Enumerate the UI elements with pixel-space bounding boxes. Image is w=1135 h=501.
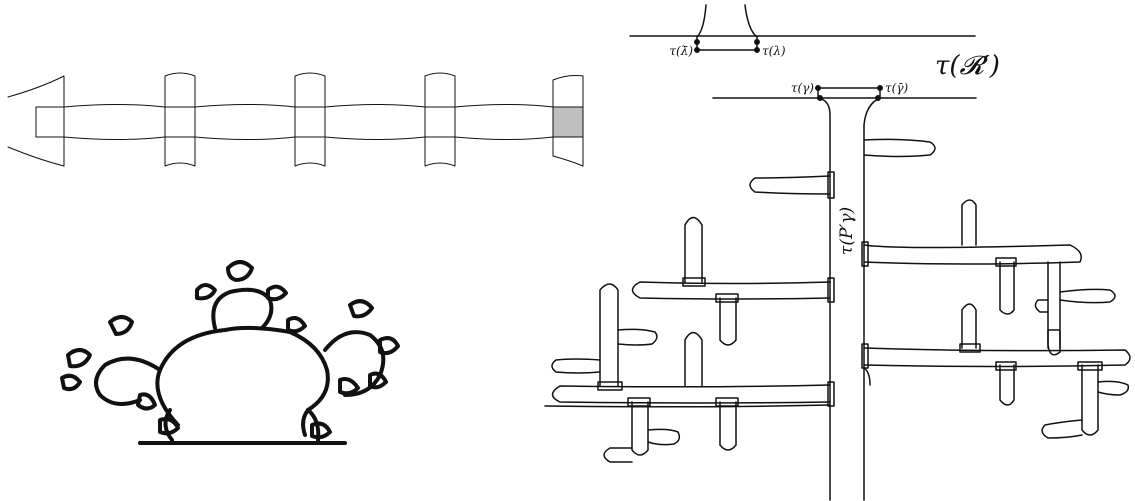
labels: τ(λ̄) τ(λ) τ(γ) τ(γ̄) τ(𝓡′) τ(P′γ): [669, 44, 999, 255]
pipe-tree: [544, 4, 1131, 501]
point-gamma-bar-2: [875, 95, 881, 101]
left-arm: [94, 356, 162, 406]
label-tau-lambda-bar: τ(λ̄): [669, 44, 693, 58]
left-middle: [551, 283, 835, 407]
point-lambda-2: [754, 47, 760, 53]
funnel-2: [63, 72, 196, 167]
funnel-chain: [7, 72, 584, 167]
top-bulb: [211, 287, 274, 330]
point-lambda-bar-2: [694, 47, 700, 53]
fractal-blob: [60, 260, 400, 445]
point-gamma: [815, 85, 821, 91]
label-tau-gamma-bar: τ(γ̄): [885, 81, 908, 95]
point-gamma-bar: [877, 85, 883, 91]
upper-segment: [629, 4, 976, 53]
point-gamma-2: [817, 95, 823, 101]
label-tau-R-prime: τ(𝓡′): [935, 51, 1000, 81]
label-tau-lambda: τ(λ): [762, 44, 786, 58]
main-body: [155, 325, 330, 437]
middle-level: [861, 303, 1131, 439]
right-branch-upper: [861, 199, 1116, 356]
funnel-3: [194, 72, 326, 167]
funnel-1: [7, 75, 65, 167]
point-lambda: [754, 39, 760, 45]
left-branch-upper: [631, 216, 835, 346]
funnel-4: [324, 72, 456, 167]
lower-left: [544, 397, 831, 463]
funnel-5: [454, 75, 584, 167]
shaded-square: [552, 106, 584, 138]
label-tau-P-gamma: τ(P′γ): [837, 207, 857, 255]
label-tau-gamma: τ(γ): [791, 81, 814, 95]
point-lambda-bar: [694, 39, 700, 45]
trunk: [712, 85, 977, 501]
